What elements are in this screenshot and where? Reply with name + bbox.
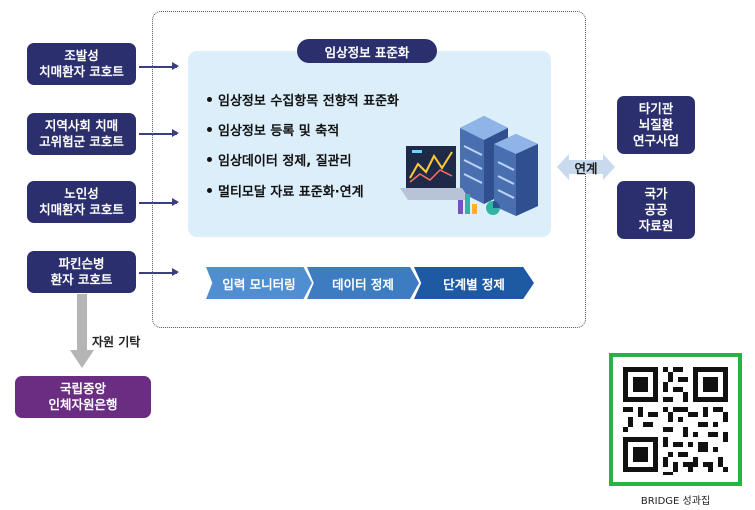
- biobank-line1: 국립중앙: [59, 381, 106, 396]
- other-institution-line: 연구사업: [632, 133, 679, 148]
- biobank-box: 국립중앙 인체자원은행: [15, 376, 151, 418]
- cohort-label-line2: 고위험군 코호트: [39, 134, 124, 149]
- standardization-item: 임상정보 수집항목 전향적 표준화: [207, 90, 399, 109]
- standardization-item: 임상데이터 정제, 질관리: [207, 150, 352, 169]
- qr-code-pattern: [623, 367, 728, 475]
- standardization-item: 임상정보 등록 및 축적: [207, 120, 339, 139]
- link-label: 연계: [574, 161, 598, 176]
- pipeline-step-stage-cleansing: 단계별 정제: [414, 267, 534, 299]
- standardization-item: 멀티모달 자료 표준화·연계: [207, 181, 364, 200]
- standardization-title: 임상정보 표준화: [297, 39, 437, 63]
- arrow-cohort-1: [139, 63, 179, 69]
- national-public-line: 국가: [644, 186, 668, 201]
- standardization-item-text: 임상정보 수집항목 전향적 표준화: [218, 94, 400, 109]
- arrow-cohort-2: [139, 130, 179, 136]
- national-public-line: 공공: [644, 202, 668, 217]
- down-arrow: [70, 294, 94, 368]
- pipeline-step-data-cleansing: 데이터 정제: [307, 267, 419, 299]
- standardization-item-text: 임상정보 등록 및 축적: [218, 124, 340, 139]
- link-double-arrow: [557, 154, 615, 180]
- cohort-label-line2: 치매환자 코호트: [39, 64, 124, 79]
- cohort-senile-dementia: 노인성 치매환자 코호트: [27, 181, 136, 223]
- cohort-early-onset-dementia: 조발성 치매환자 코호트: [27, 43, 136, 85]
- cohort-parkinsons: 파킨슨병 환자 코호트: [27, 251, 136, 293]
- biobank-line2: 인체자원은행: [48, 397, 118, 412]
- cohort-label-line1: 파킨슨병: [58, 256, 105, 271]
- cohort-label-line1: 조발성: [64, 48, 99, 63]
- other-institution-line: 타기관: [638, 101, 674, 116]
- standardization-item-text: 멀티모달 자료 표준화·연계: [218, 185, 364, 200]
- national-public-line: 자료원: [638, 218, 674, 233]
- cohort-label-line2: 치매환자 코호트: [39, 202, 124, 217]
- arrow-cohort-4: [139, 269, 179, 275]
- donation-label: 자원 기탁: [92, 335, 141, 349]
- cohort-label-line2: 환자 코호트: [50, 272, 113, 287]
- other-institution-line: 뇌질환: [638, 117, 674, 132]
- qr-code[interactable]: [609, 353, 742, 486]
- cohort-community-high-risk: 지역사회 치매 고위험군 코호트: [27, 113, 136, 155]
- other-institution-box: 타기관 뇌질환 연구사업: [617, 96, 695, 154]
- server-laptop-illustration: [400, 116, 538, 216]
- pipeline-step-input-monitoring: 입력 모니터링: [206, 267, 312, 299]
- standardization-item-text: 임상데이터 정제, 질관리: [218, 154, 352, 169]
- qr-caption: BRIDGE 성과집: [640, 496, 711, 507]
- national-public-data-box: 국가 공공 자료원: [617, 181, 695, 239]
- arrow-cohort-3: [139, 199, 179, 205]
- cohort-label-line1: 지역사회 치매: [44, 118, 119, 133]
- cohort-label-line1: 노인성: [64, 186, 99, 201]
